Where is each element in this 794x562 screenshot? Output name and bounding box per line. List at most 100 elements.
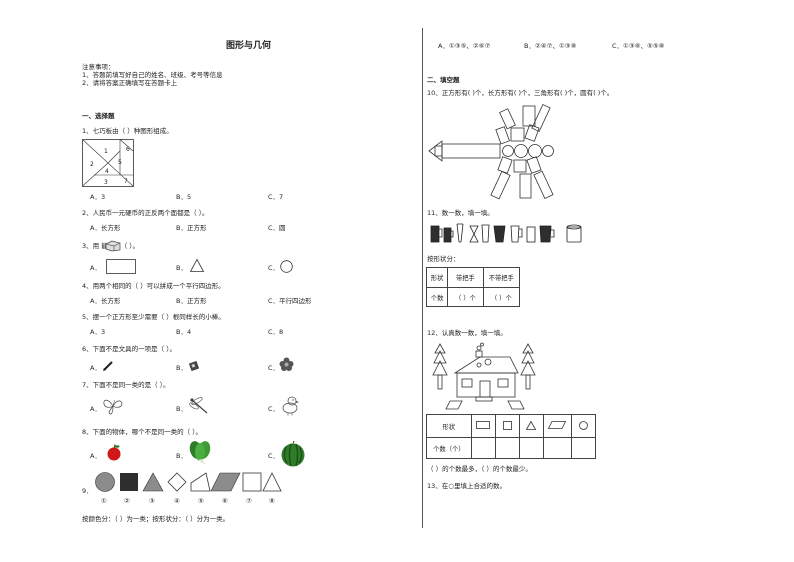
table-header: 形状 xyxy=(425,267,449,288)
tangram-piece-number: 4 xyxy=(105,168,109,175)
shape-label: ④ xyxy=(174,497,180,505)
question-stem: 12、认真数一数，填一填。 xyxy=(427,329,507,337)
question-stem: 8、下面的物体，哪个不是同一类的（ ）。 xyxy=(82,428,202,436)
table-shape-cell xyxy=(518,414,544,438)
table-cell: 个数 xyxy=(425,287,449,307)
circle-shape-icon xyxy=(280,260,293,273)
question-stem: 4、用两个相同的（ ）可以拼成一个平行四边形。 xyxy=(82,282,225,290)
page-title: 图形与几何 xyxy=(226,41,272,51)
apple-icon xyxy=(107,444,121,461)
question-answer-line: 按颜色分：（ ）为一类；按形状分：（ ）分为一类。 xyxy=(82,515,230,523)
option-b[interactable]: B． xyxy=(176,364,187,372)
question-stem: 1、七巧板由（ ）种图形组成。 xyxy=(82,127,173,135)
answer-cell[interactable] xyxy=(518,437,544,459)
option-b[interactable]: B．4 xyxy=(176,328,192,336)
answer-cell[interactable] xyxy=(571,437,596,459)
tangram-piece-number: 6 xyxy=(126,146,130,153)
option-c[interactable]: C． xyxy=(268,405,280,413)
option-b[interactable]: B． xyxy=(176,452,187,460)
answer-cell[interactable] xyxy=(470,437,496,459)
vegetable-icon xyxy=(189,441,211,465)
option-a[interactable]: A．3 xyxy=(90,328,106,336)
sharpener-icon xyxy=(188,360,200,372)
triangle-shape-icon xyxy=(525,420,537,430)
circle-shape-icon xyxy=(579,420,588,430)
option-b[interactable]: B．5 xyxy=(176,193,192,201)
section-heading: 一、选择题 xyxy=(82,112,115,120)
tangram-piece-number: 7 xyxy=(124,178,128,185)
question-stem: 10、正方形有( )个，长方形有( )个，三角形有( )个，圆有( )个。 xyxy=(427,89,614,97)
option-b[interactable]: B． xyxy=(176,264,187,272)
option-c[interactable]: C．平行四边形 xyxy=(268,297,312,305)
tangram-piece-number: 2 xyxy=(90,161,94,168)
pencil-icon xyxy=(103,361,113,371)
shape-label: ⑧ xyxy=(269,497,275,505)
question-stem: 2、人民币一元硬币的正反两个面都是（ ）。 xyxy=(82,209,209,217)
option-c[interactable]: C．8 xyxy=(268,328,284,336)
option-a[interactable]: A． xyxy=(90,364,101,372)
option-a[interactable]: A．①③⑤、②⑥⑦ xyxy=(438,42,491,50)
table-header: 形状 xyxy=(426,414,472,438)
option-b[interactable]: B． xyxy=(176,405,187,413)
tangram-piece-number: 1 xyxy=(104,148,108,155)
option-c[interactable]: C．①③⑥、⑤⑤⑧ xyxy=(612,42,665,50)
option-c[interactable]: C．7 xyxy=(268,193,284,201)
triangle-shape-icon xyxy=(189,258,205,272)
shape-row-figure xyxy=(95,472,262,492)
option-a[interactable]: A．长方形 xyxy=(90,297,121,305)
question-stem: 11、数一数，填一填。 xyxy=(427,209,494,217)
table-header: 不带把手 xyxy=(482,267,521,288)
shape-label: ⑥ xyxy=(222,497,228,505)
table-shape-cell xyxy=(494,414,520,438)
watermelon-icon xyxy=(281,440,305,467)
shape-count-table: 形状 个数（个） xyxy=(426,414,596,459)
tangram-piece-number: 3 xyxy=(104,179,108,186)
table-shape-cell xyxy=(470,414,496,438)
question-answer-line: （ ）的个数最多，（ ）的个数最少。 xyxy=(427,465,532,473)
option-c[interactable]: C． xyxy=(268,264,280,272)
shape-label: ③ xyxy=(149,497,155,505)
answer-cell[interactable]: （ ）个 xyxy=(482,287,521,307)
answer-cell[interactable]: （ ）个 xyxy=(447,287,484,307)
square-shape-icon xyxy=(502,420,512,430)
triangle-outline-figure xyxy=(262,472,282,492)
rectangle-shape-icon xyxy=(476,421,491,429)
chick-icon xyxy=(282,396,299,416)
option-a[interactable]: A． xyxy=(90,264,101,272)
table-header: 带把手 xyxy=(447,267,484,288)
notice-item: 2、请将答案正确填写在答题卡上 xyxy=(82,79,178,87)
table-header: 个数（个） xyxy=(426,437,472,459)
answer-cell[interactable] xyxy=(494,437,520,459)
shape-label: ② xyxy=(124,497,130,505)
option-c[interactable]: C． xyxy=(268,364,280,372)
option-b[interactable]: B．正方形 xyxy=(176,224,207,232)
question-subtitle: 按形状分： xyxy=(427,255,460,263)
option-a[interactable]: A．3 xyxy=(90,193,106,201)
square-block-icon xyxy=(105,240,121,252)
table-shape-cell xyxy=(571,414,596,438)
answer-cell[interactable] xyxy=(542,437,573,459)
shape-label: ① xyxy=(101,497,107,505)
option-a[interactable]: A．长方形 xyxy=(90,224,121,232)
cup-count-table: 形状 带把手 不带把手 个数 （ ）个 （ ）个 xyxy=(425,267,521,307)
shape-label: ⑦ xyxy=(246,497,252,505)
notice-item: 1、答题前填写好自己的姓名、班级、考号等信息 xyxy=(82,71,223,79)
option-a[interactable]: A． xyxy=(90,452,101,460)
notice-heading: 注意事项： xyxy=(82,63,115,71)
shape-arrow-figure xyxy=(428,103,554,200)
question-number: 9． xyxy=(82,487,93,495)
option-b[interactable]: B．正方形 xyxy=(176,297,207,305)
option-c[interactable]: C． xyxy=(268,452,280,460)
option-c[interactable]: C．圆 xyxy=(268,224,286,232)
cups-figure xyxy=(430,223,582,243)
rectangle-shape-icon xyxy=(106,259,136,274)
option-b[interactable]: B．②④⑦、①③⑧ xyxy=(524,42,577,50)
tangram-figure: 1 2 3 4 5 6 7 xyxy=(82,139,134,187)
butterfly-icon xyxy=(103,399,123,415)
question-stem: 7、下面不是同一类的是（ ）。 xyxy=(82,381,170,389)
option-a[interactable]: A． xyxy=(90,405,101,413)
tangram-piece-number: 5 xyxy=(118,159,122,166)
dragonfly-icon xyxy=(189,397,208,414)
house-figure xyxy=(432,342,536,410)
